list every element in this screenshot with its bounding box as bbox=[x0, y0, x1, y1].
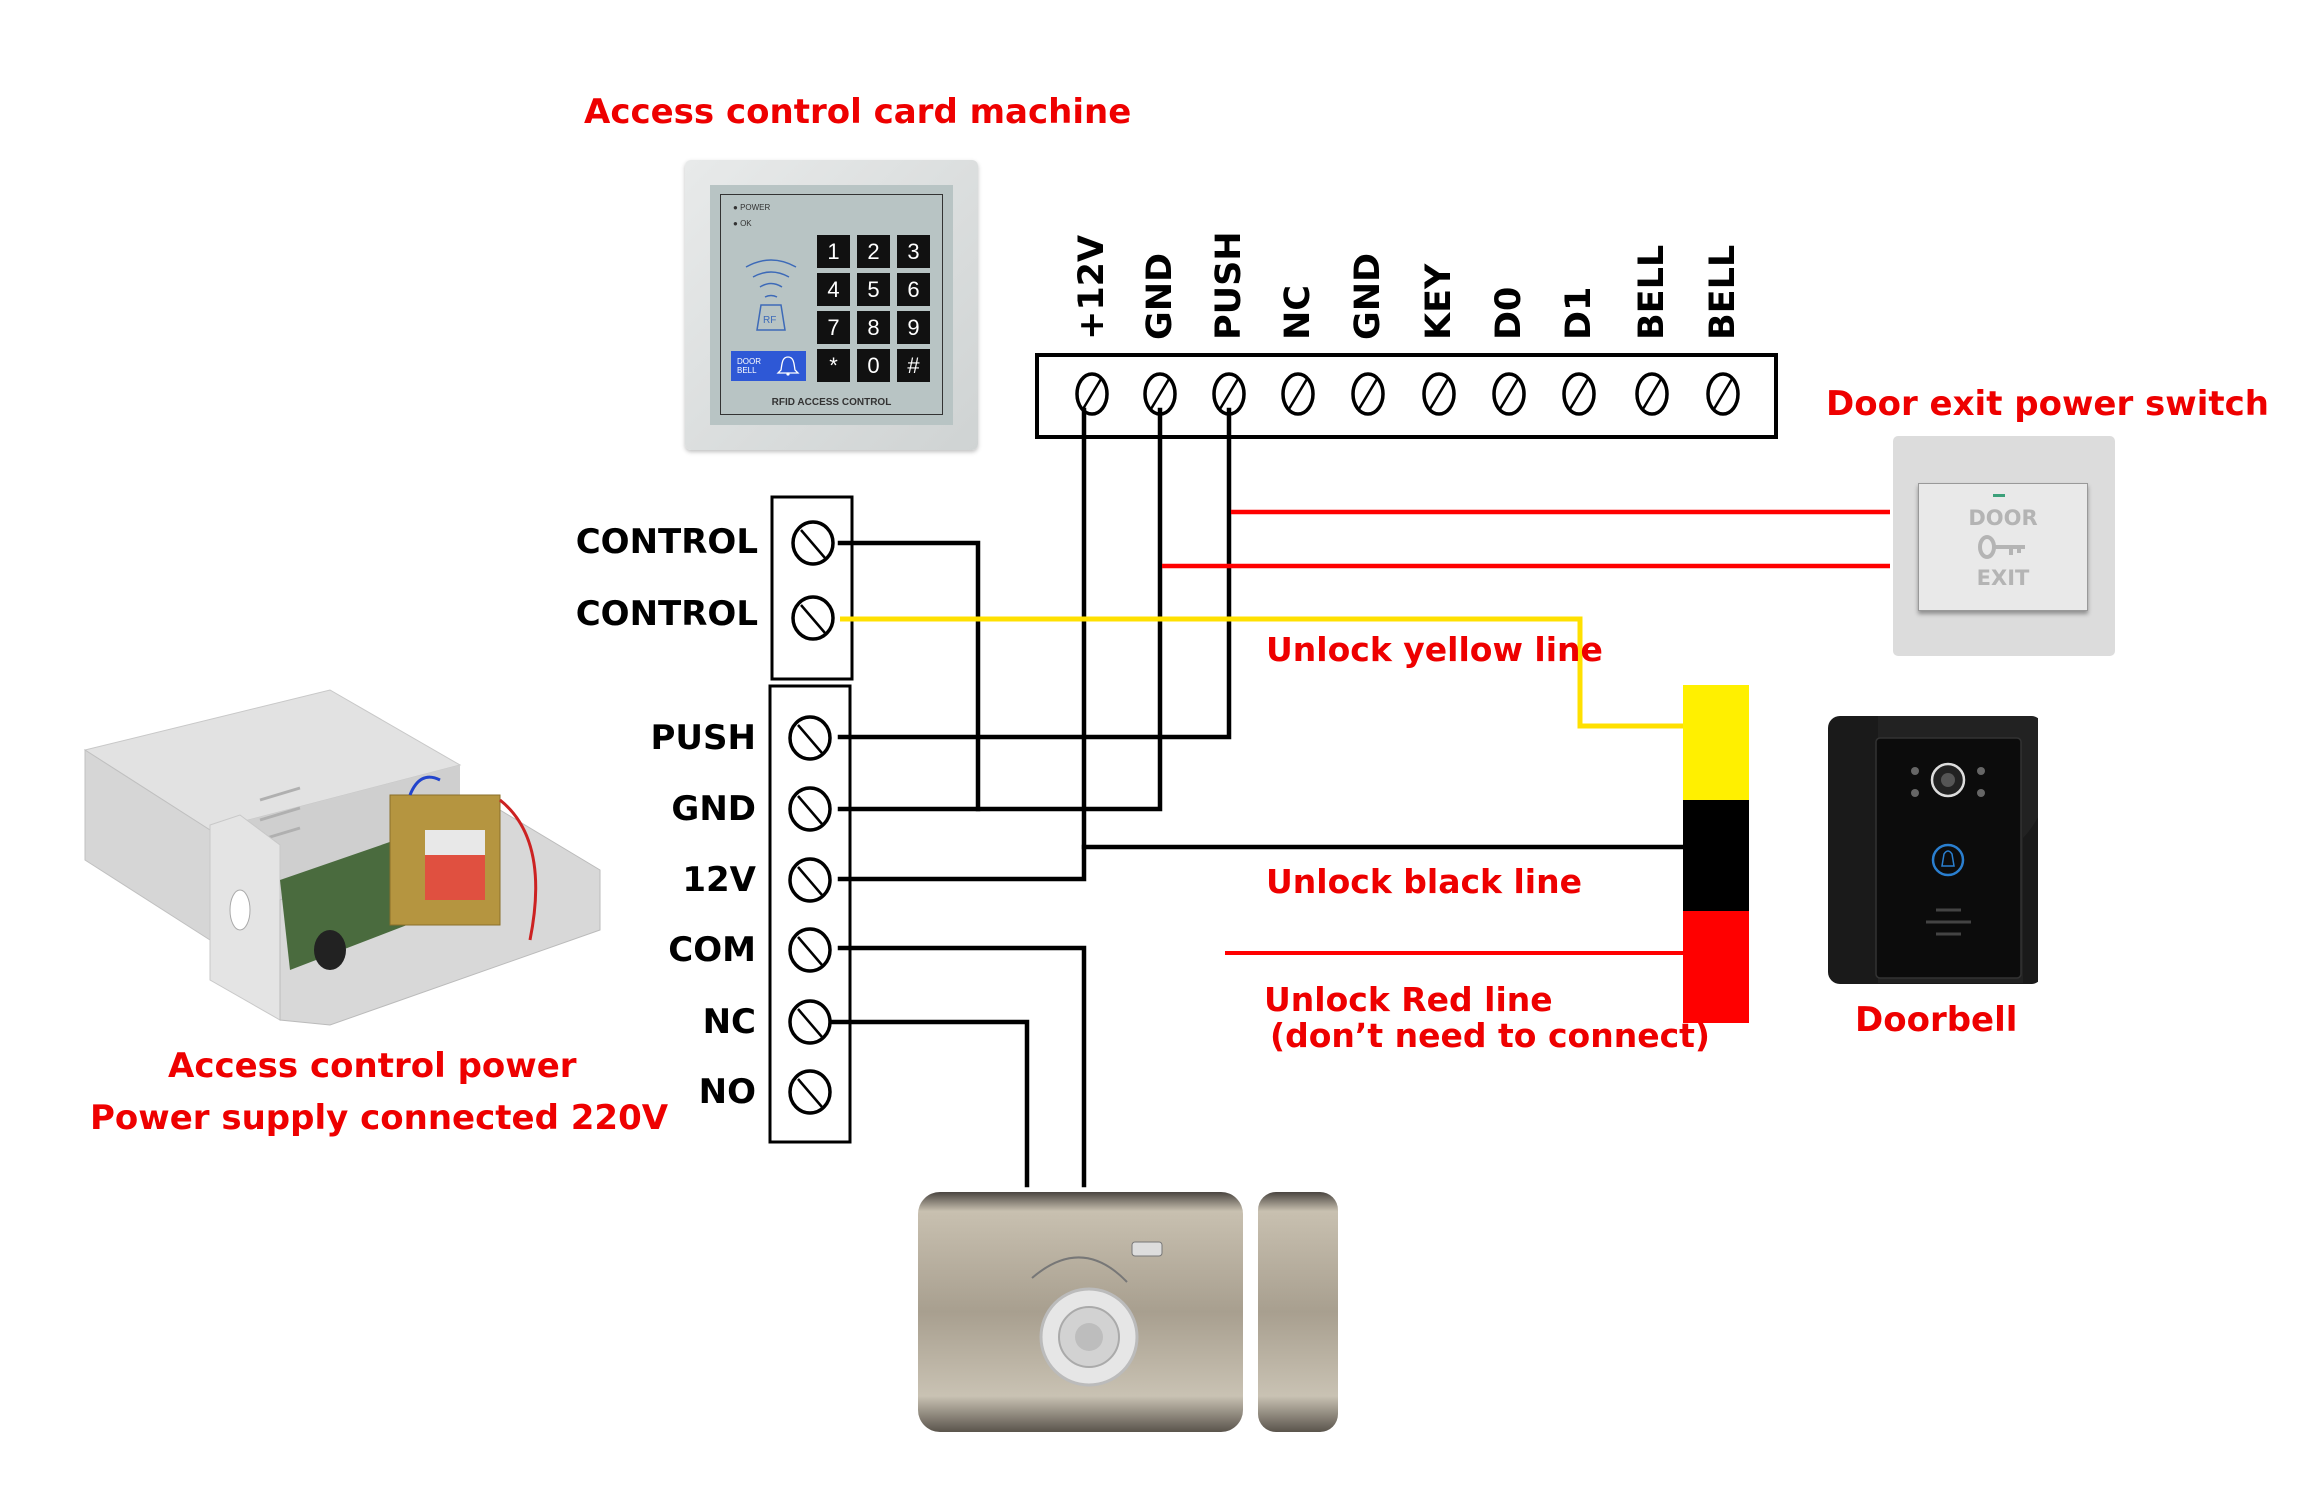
power-terminal-label: GND bbox=[671, 789, 756, 829]
access-control-power-supply bbox=[83, 689, 601, 1026]
top-terminal-label: GND bbox=[1348, 252, 1388, 340]
bell-icon bbox=[776, 356, 800, 376]
keypad-key: 8 bbox=[857, 311, 890, 344]
keypad-key: 4 bbox=[817, 273, 850, 306]
psu-circuit-board bbox=[280, 835, 420, 970]
keypad-key: # bbox=[897, 349, 930, 382]
screw-slot bbox=[797, 936, 823, 966]
keypad-key: 2 bbox=[857, 235, 890, 268]
power-led-label: ● POWER bbox=[733, 203, 771, 212]
doorbell-title: Doorbell bbox=[1855, 1000, 2018, 1040]
door-exit-switch: DOOR EXIT bbox=[1893, 436, 2115, 656]
screw-slot bbox=[1712, 378, 1734, 410]
screw-slot bbox=[797, 724, 823, 754]
exit-push-button: DOOR EXIT bbox=[1918, 483, 2088, 611]
top-terminal-label: +12V bbox=[1072, 234, 1112, 340]
exit-switch-title: Door exit power switch bbox=[1826, 384, 2269, 424]
exit-exit-text: EXIT bbox=[1976, 566, 2030, 590]
keypad-key: 9 bbox=[897, 311, 930, 344]
power-terminal-label: NC bbox=[702, 1002, 756, 1042]
top-terminal-label: D1 bbox=[1559, 286, 1599, 340]
power-led-text: POWER bbox=[740, 203, 771, 212]
keypad-key: 6 bbox=[897, 273, 930, 306]
power-terminal-label: NO bbox=[698, 1072, 756, 1112]
rf-label: RF bbox=[763, 315, 776, 326]
doorbell-bell-icon bbox=[1931, 843, 1965, 877]
doorbell-badge-line1: DOOR bbox=[737, 357, 761, 366]
screw-slot bbox=[797, 795, 823, 825]
power-terminal-block bbox=[768, 684, 852, 1144]
screw-slot bbox=[1568, 378, 1590, 410]
power-terminal-label: PUSH bbox=[650, 718, 756, 758]
screw-slot bbox=[1081, 378, 1103, 410]
power-supply-title-line1: Access control power bbox=[168, 1046, 577, 1086]
ok-led-text: OK bbox=[740, 219, 752, 228]
top-terminal-label: NC bbox=[1278, 285, 1318, 340]
cable-red bbox=[1683, 911, 1749, 1023]
top-terminal-label: PUSH bbox=[1209, 231, 1249, 340]
cable-yellow bbox=[1683, 685, 1749, 800]
screw-slot bbox=[800, 529, 826, 559]
screw-slot bbox=[1641, 378, 1663, 410]
top-terminal-label: BELL bbox=[1632, 244, 1672, 340]
screw-slot bbox=[797, 866, 823, 896]
control-label-2: CONTROL bbox=[575, 594, 758, 634]
card-machine-title: Access control card machine bbox=[584, 92, 1132, 132]
wire-com-to-lock bbox=[837, 945, 1087, 1188]
red-line-note: (don’t need to connect) bbox=[1270, 1016, 1710, 1055]
yellow-line-label: Unlock yellow line bbox=[1266, 630, 1603, 669]
rotate-arrow-icon bbox=[1031, 1256, 1128, 1283]
control-label-1: CONTROL bbox=[575, 522, 758, 562]
power-terminal-label: COM bbox=[668, 930, 756, 970]
wire-control2-yellow bbox=[840, 616, 1683, 729]
keypad-key: 3 bbox=[897, 235, 930, 268]
screw-slot bbox=[1287, 378, 1309, 410]
wire-power-push-to-top-push bbox=[837, 407, 1232, 740]
doorbell-badge-line2: BELL bbox=[737, 366, 757, 375]
keypad-key: 0 bbox=[857, 349, 890, 382]
screw-slot bbox=[1218, 378, 1240, 410]
power-terminal-screws bbox=[788, 715, 832, 1115]
exit-door-text: DOOR bbox=[1968, 506, 2038, 530]
wire-power-12v-to-top-12v bbox=[837, 407, 1087, 882]
wire-nc-to-lock bbox=[829, 1019, 1030, 1188]
black-line-label: Unlock black line bbox=[1266, 862, 1582, 901]
red-line-label: Unlock Red line bbox=[1264, 980, 1553, 1019]
power-terminal-label: 12V bbox=[682, 860, 756, 900]
exit-led bbox=[1993, 494, 2005, 497]
top-terminal-label: D0 bbox=[1489, 286, 1529, 340]
rf-wave-icon: RF bbox=[745, 259, 797, 331]
control-terminal-screws bbox=[791, 520, 835, 641]
top-terminal-label: KEY bbox=[1419, 263, 1459, 340]
keypad-key: * bbox=[817, 349, 850, 382]
top-terminal-screws bbox=[1075, 372, 1740, 416]
cable-black bbox=[1683, 800, 1749, 911]
keypad-key: 1 bbox=[817, 235, 850, 268]
screw-slot bbox=[1498, 378, 1520, 410]
power-supply-title-line2: Power supply connected 220V bbox=[90, 1098, 669, 1138]
electric-door-lock bbox=[918, 1192, 1338, 1432]
screw-slot bbox=[1149, 378, 1171, 410]
screw-slot bbox=[797, 1008, 823, 1038]
wire-power-gnd-to-top-gnd bbox=[837, 407, 1163, 812]
video-doorbell bbox=[1828, 716, 2038, 984]
keypad-key: 5 bbox=[857, 273, 890, 306]
screw-slot bbox=[1357, 378, 1379, 410]
top-terminal-label: GND bbox=[1140, 252, 1180, 340]
rfid-footer-text: RFID ACCESS CONTROL bbox=[771, 397, 892, 408]
screw-slot bbox=[797, 1078, 823, 1108]
top-terminal-label: BELL bbox=[1703, 244, 1743, 340]
wire-control1-to-gnd bbox=[837, 540, 981, 812]
key-icon bbox=[1978, 535, 2025, 559]
doorbell-badge: DOOR BELL bbox=[731, 351, 806, 381]
ok-led-label: ● OK bbox=[733, 219, 752, 228]
keypad-key: 7 bbox=[817, 311, 850, 344]
screw-slot bbox=[1428, 378, 1450, 410]
screw-slot bbox=[800, 604, 826, 634]
